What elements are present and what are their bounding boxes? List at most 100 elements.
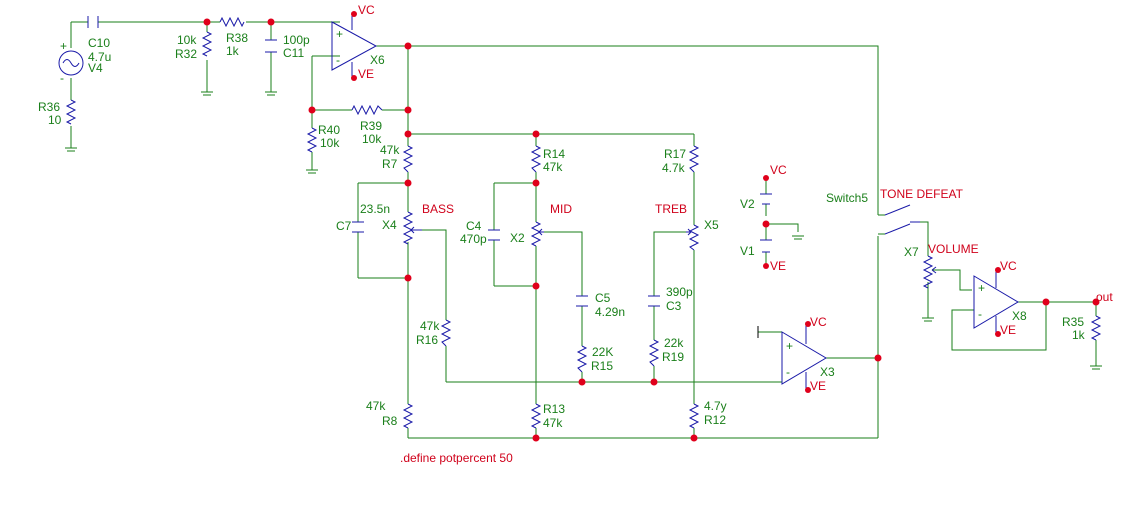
label-r12: R12 bbox=[704, 413, 726, 427]
resistor-r14 bbox=[530, 145, 542, 173]
value-r8: 47k bbox=[366, 399, 386, 413]
value-r15: 22K bbox=[592, 345, 613, 359]
resistor-r35 bbox=[1090, 315, 1102, 341]
svg-text:-: - bbox=[786, 365, 790, 379]
value-r14: 47k bbox=[543, 160, 563, 174]
value-r38: 1k bbox=[226, 44, 240, 58]
text-labels: C10 4.7u + - V4 R36 10 10k R32 R38 1k 10… bbox=[38, 3, 1113, 465]
value-r40: 10k bbox=[320, 136, 340, 150]
label-r32: R32 bbox=[175, 47, 197, 61]
value-r35: 1k bbox=[1072, 328, 1086, 342]
value-r13: 47k bbox=[543, 416, 563, 430]
value-c5: 4.29n bbox=[595, 305, 625, 319]
resistor-r7 bbox=[402, 145, 414, 173]
label-x7: X7 bbox=[904, 245, 919, 259]
svg-text:-: - bbox=[978, 307, 982, 321]
voltage-source-v4 bbox=[58, 50, 84, 76]
label-x4: X4 bbox=[382, 218, 397, 232]
value-r7: 47k bbox=[380, 143, 400, 157]
value-r36: 10 bbox=[48, 113, 62, 127]
value-r39: 10k bbox=[362, 132, 382, 146]
resistor-r15 bbox=[576, 345, 588, 373]
battery-v2 bbox=[760, 193, 772, 205]
capacitor-c3 bbox=[648, 295, 660, 307]
svg-text:-: - bbox=[336, 53, 340, 67]
value-c3: 390p bbox=[666, 285, 693, 299]
resistor-r19 bbox=[648, 339, 660, 367]
label-volume: VOLUME bbox=[928, 242, 979, 256]
value-r12: 4.7y bbox=[704, 399, 727, 413]
capacitor-c7 bbox=[352, 221, 364, 233]
label-r7: R7 bbox=[382, 157, 398, 171]
value-c11: 100p bbox=[283, 33, 310, 47]
capacitor-c5 bbox=[576, 295, 588, 307]
capacitor-c11 bbox=[265, 39, 277, 53]
label-vc-x6: VC bbox=[358, 3, 375, 17]
value-c7: 23.5n bbox=[360, 202, 390, 216]
potentiometer-x4 bbox=[402, 211, 422, 245]
ground-symbols bbox=[67, 94, 1100, 370]
label-v4: V4 bbox=[88, 61, 103, 75]
resistor-r13 bbox=[530, 403, 542, 429]
label-c4: C4 bbox=[466, 219, 482, 233]
potentiometer-x7 bbox=[922, 255, 937, 289]
label-ve-supply: VE bbox=[770, 259, 786, 273]
value-c4: 470p bbox=[460, 232, 487, 246]
label-x8: X8 bbox=[1012, 309, 1027, 323]
label-r19: R19 bbox=[662, 350, 684, 364]
label-mid: MID bbox=[550, 202, 572, 216]
label-vc-x3: VC bbox=[810, 315, 827, 329]
label-c3: C3 bbox=[666, 299, 682, 313]
label-r13: R13 bbox=[543, 402, 565, 416]
junction-dots bbox=[203, 11, 1100, 442]
capacitor-c4 bbox=[488, 229, 500, 241]
label-ve-x8: VE bbox=[1000, 323, 1016, 337]
switch-switch5 bbox=[884, 204, 920, 235]
label-treb: TREB bbox=[655, 202, 687, 216]
label-c7: C7 bbox=[336, 219, 352, 233]
label-x2: X2 bbox=[510, 231, 525, 245]
value-r17: 4.7k bbox=[662, 161, 686, 175]
wires bbox=[65, 21, 1102, 439]
label-r38: R38 bbox=[226, 31, 248, 45]
svg-text:+: + bbox=[786, 339, 793, 353]
label-r14: R14 bbox=[543, 147, 565, 161]
label-x6: X6 bbox=[370, 53, 385, 67]
resistor-r36 bbox=[65, 99, 77, 125]
capacitor-c10 bbox=[87, 16, 99, 28]
label-x3: X3 bbox=[820, 365, 835, 379]
label-vc-x8: VC bbox=[1000, 259, 1017, 273]
label-r15: R15 bbox=[591, 359, 613, 373]
value-r16: 47k bbox=[420, 319, 440, 333]
label-tone-defeat: TONE DEFEAT bbox=[880, 187, 964, 201]
resistor-r8 bbox=[402, 403, 414, 429]
potentiometer-x5 bbox=[686, 224, 700, 251]
label-vc-supply: VC bbox=[770, 163, 787, 177]
label-c5: C5 bbox=[595, 291, 611, 305]
label-r17: R17 bbox=[664, 147, 686, 161]
label-bass: BASS bbox=[422, 202, 454, 216]
label-r40: R40 bbox=[318, 123, 340, 137]
resistor-r17 bbox=[688, 145, 700, 173]
resistor-r39 bbox=[351, 104, 383, 116]
label-r35: R35 bbox=[1062, 315, 1084, 329]
resistor-r32 bbox=[201, 31, 213, 57]
value-r19: 22k bbox=[664, 336, 684, 350]
label-x5: X5 bbox=[704, 218, 719, 232]
label-r36: R36 bbox=[38, 100, 60, 114]
label-switch5: Switch5 bbox=[826, 191, 868, 205]
define-directive: .define potpercent 50 bbox=[400, 451, 513, 465]
resistor-r40 bbox=[306, 127, 318, 153]
svg-text:+: + bbox=[336, 27, 343, 41]
components bbox=[58, 12, 1102, 429]
label-r39: R39 bbox=[360, 119, 382, 133]
label-out: out bbox=[1096, 290, 1113, 304]
potentiometer-x2 bbox=[530, 221, 544, 247]
value-r32: 10k bbox=[177, 33, 197, 47]
label-ve-x3: VE bbox=[810, 379, 826, 393]
resistor-r12 bbox=[688, 403, 700, 429]
label-v2: V2 bbox=[740, 197, 755, 211]
value-c10: 4.7u bbox=[88, 50, 111, 64]
